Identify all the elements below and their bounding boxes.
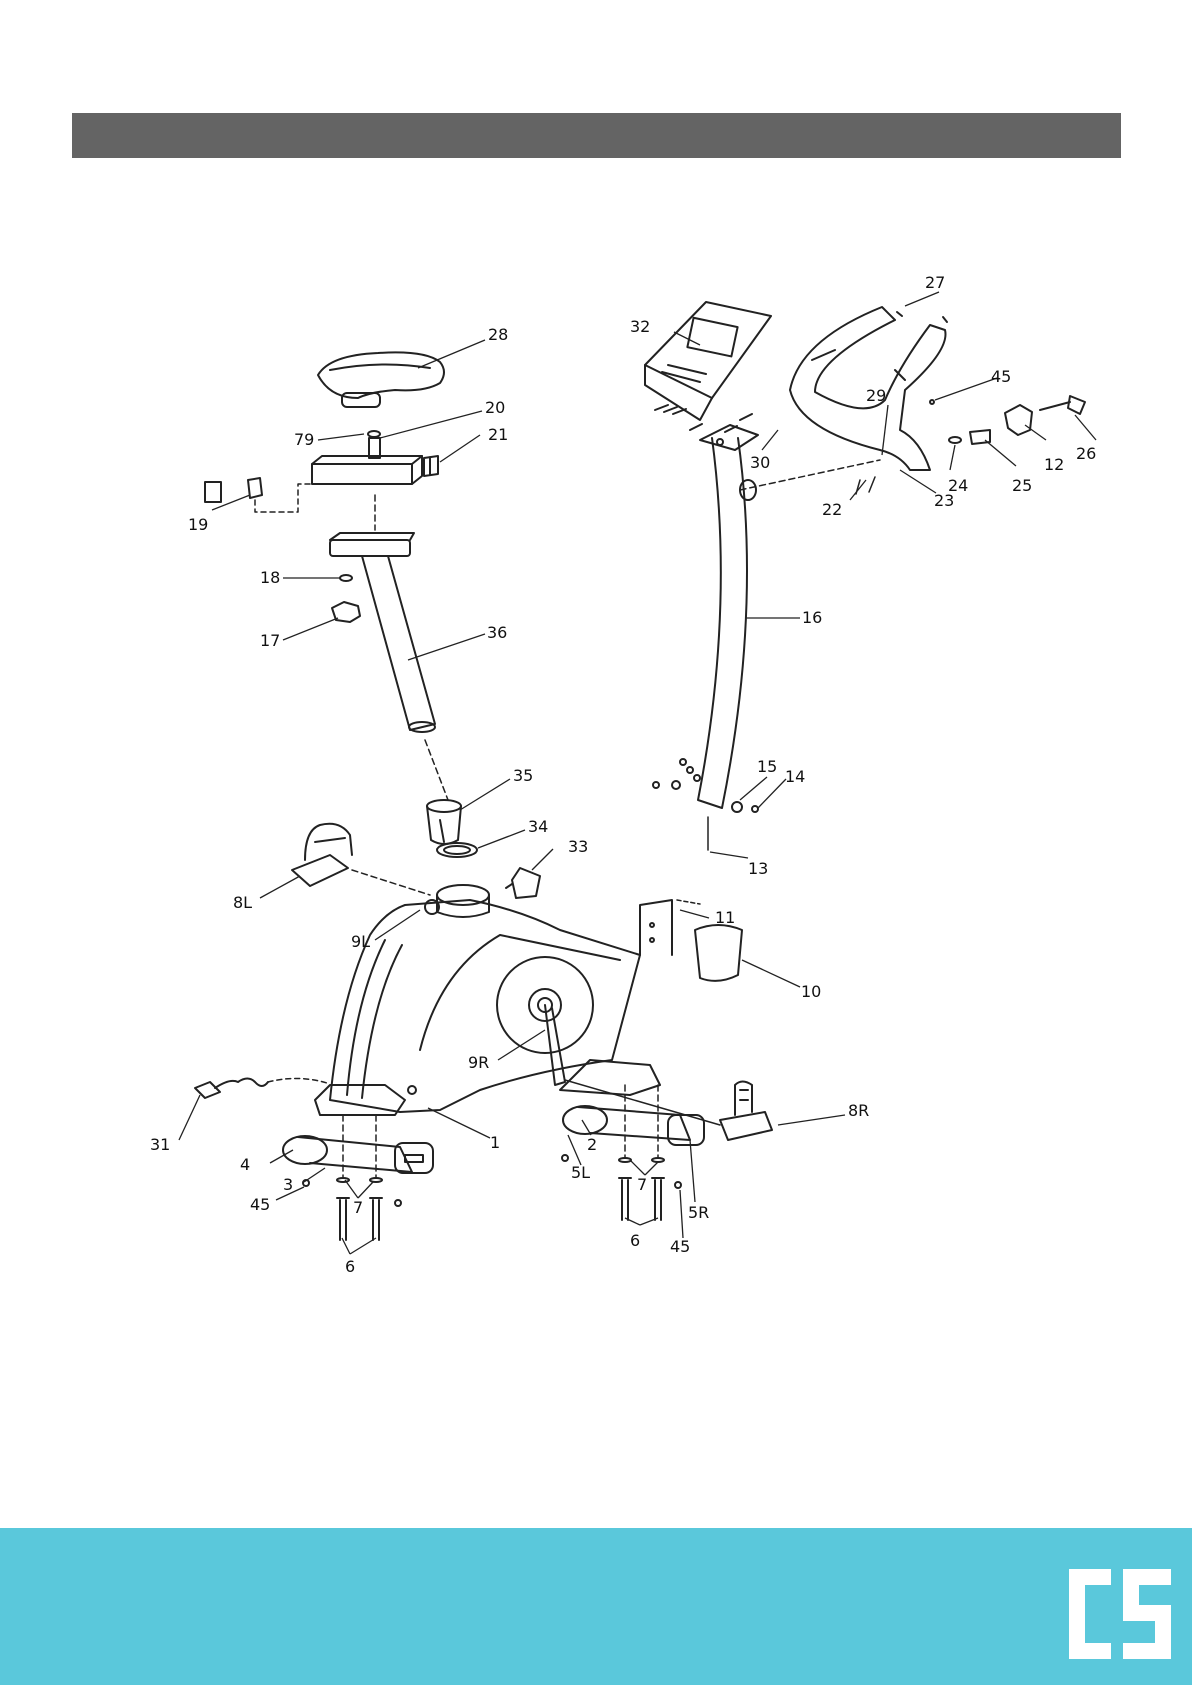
part-label-7-rear: 7 [637,1175,647,1194]
part-label-31: 31 [150,1135,170,1154]
part-label-11: 11 [715,908,735,927]
part-label-17: 17 [260,631,280,650]
part-label-6-front: 6 [345,1257,355,1276]
part-label-25: 25 [1012,476,1032,495]
part-label-45-rear: 45 [670,1237,690,1256]
part-label-28: 28 [488,325,508,344]
console-drawing [645,302,771,420]
part-label-12: 12 [1044,455,1064,474]
part-label-4: 4 [240,1155,250,1174]
part-label-18: 18 [260,568,280,587]
part-label-45-front: 45 [250,1195,270,1214]
part-label-36: 36 [487,623,507,642]
part-label-45-handle: 45 [991,367,1011,386]
post-bolts-drawing [653,759,758,850]
part-label-32: 32 [630,317,650,336]
part-label-19: 19 [188,515,208,534]
part-label-13: 13 [748,859,768,878]
part-label-15: 15 [757,757,777,776]
part-label-34: 34 [528,817,548,836]
part-label-22: 22 [822,500,842,519]
part-label-5L: 5L [571,1163,590,1182]
part-label-2: 2 [587,1135,597,1154]
cs-brand-logo [1067,1565,1173,1663]
part-label-9L: 9L [351,932,370,951]
part-label-79: 79 [294,430,314,449]
rear-stabilizer-drawing [563,1106,704,1145]
part-label-14: 14 [785,767,805,786]
end-cap-left-drawing [205,482,221,502]
part-label-27: 27 [925,273,945,292]
handlebar-drawing [740,307,946,500]
part-label-29: 29 [866,386,886,405]
part-label-35: 35 [513,766,533,785]
part-label-7-front: 7 [353,1198,363,1217]
part-label-33: 33 [568,837,588,856]
sensor-wire-drawing [195,1078,330,1098]
part-label-6-rear: 6 [630,1231,640,1250]
handlebar-post-drawing [698,425,758,808]
bottle-holder-drawing [695,925,742,981]
front-stabilizer-drawing [283,1136,433,1173]
handle-knob-drawing [949,396,1085,444]
part-label-20: 20 [485,398,505,417]
part-label-30: 30 [750,453,770,472]
part-label-1: 1 [490,1133,500,1152]
part-label-8R: 8R [848,1101,869,1120]
part-label-10: 10 [801,982,821,1001]
part-label-16: 16 [802,608,822,627]
part-label-9R: 9R [468,1053,489,1072]
saddle-drawing [318,352,444,407]
bushing-drawing [427,800,461,844]
part-label-26: 26 [1076,444,1096,463]
pedal-right-drawing [720,1082,772,1141]
end-cap-right-drawing [248,478,262,498]
part-label-24: 24 [948,476,968,495]
part-label-21: 21 [488,425,508,444]
footer-band [0,1528,1192,1685]
seat-post-drawing [330,533,435,732]
part-label-8L: 8L [233,893,252,912]
pedal-left-drawing [292,824,352,886]
part-label-3: 3 [283,1175,293,1194]
tension-knob-drawing [506,868,540,898]
part-label-5R: 5R [688,1203,709,1222]
main-frame-drawing [315,885,672,1115]
